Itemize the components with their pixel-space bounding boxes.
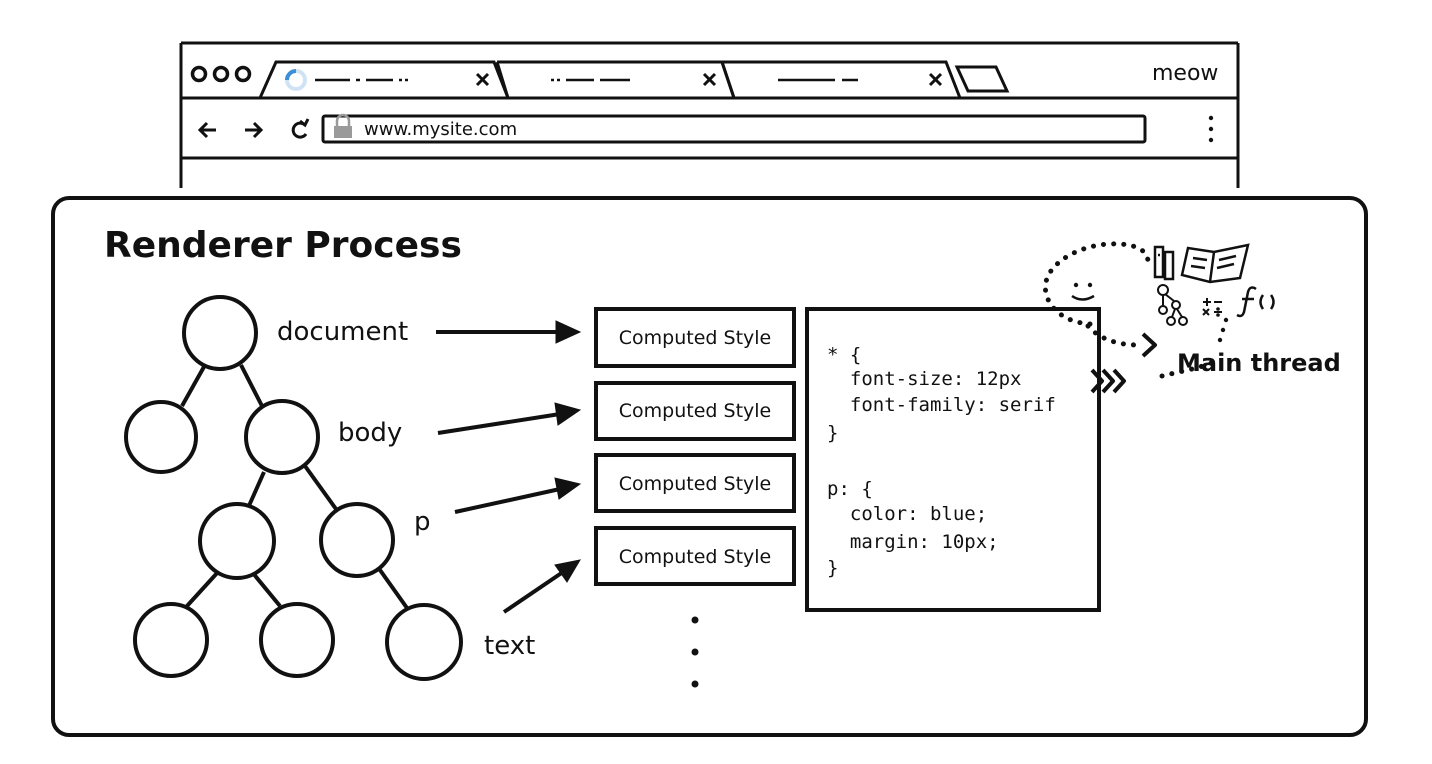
tab-1[interactable] [258, 60, 510, 99]
window-controls-icon[interactable] [190, 65, 252, 83]
label-document: document [277, 317, 408, 347]
reload-icon[interactable] [291, 118, 310, 139]
computed-style-box: Computed Style [594, 307, 796, 368]
label-text: text [484, 631, 535, 661]
label-p: p [414, 507, 431, 537]
tree-node-text [385, 603, 463, 681]
arrows-to-computed-style [436, 320, 582, 614]
css-line: } [827, 422, 838, 444]
kebab-menu-icon[interactable] [1208, 115, 1214, 143]
css-line: font-family: serif [827, 394, 1056, 416]
close-icon[interactable] [928, 72, 943, 87]
css-line: color: blue; [827, 503, 987, 525]
close-icon[interactable] [702, 72, 717, 87]
address-bar[interactable]: www.mysite.com [321, 113, 1147, 144]
tab-2[interactable] [495, 60, 736, 99]
url-text: www.mysite.com [364, 119, 517, 140]
css-code-box: * { font-size: 12px font-family: serif }… [805, 307, 1101, 612]
css-line: font-size: 12px [827, 368, 1021, 390]
css-line: p: { [827, 478, 873, 500]
css-line: margin: 10px; [827, 531, 999, 553]
main-thread-icon [1042, 241, 1275, 394]
tree-node [259, 602, 335, 678]
tree-node [133, 602, 209, 678]
vertical-ellipsis-icon [691, 616, 699, 688]
dom-tree [124, 295, 463, 681]
tree-node-document [182, 295, 258, 371]
css-line: } [827, 557, 838, 579]
tree-node-body [244, 399, 320, 475]
tree-node [124, 400, 198, 474]
dom-tree-edges [180, 364, 409, 610]
new-tab-icon[interactable] [954, 65, 1010, 93]
panel-title: Renderer Process [104, 225, 462, 266]
tree-node-p [319, 502, 395, 578]
face-icon [1042, 241, 1151, 327]
computed-style-label: Computed Style [619, 473, 771, 495]
css-line: * { [827, 344, 861, 366]
computed-style-label: Computed Style [619, 546, 771, 568]
forward-arrow-icon[interactable] [245, 121, 264, 139]
close-icon[interactable] [475, 72, 490, 87]
computed-style-label: Computed Style [619, 327, 771, 349]
computed-style-box: Computed Style [594, 381, 796, 441]
lock-icon [334, 113, 352, 138]
computed-style-box: Computed Style [594, 526, 796, 586]
main-thread-label: Main thread [1177, 349, 1341, 377]
profile-label: meow [1152, 61, 1218, 86]
dotted-trail-icon [1217, 317, 1229, 343]
browser-window [179, 41, 1240, 188]
back-arrow-icon[interactable] [197, 121, 216, 139]
tree-icon [1157, 284, 1188, 326]
computed-style-label: Computed Style [619, 400, 771, 422]
tab-3[interactable] [720, 60, 962, 99]
tree-node [198, 502, 276, 580]
computed-style-box: Computed Style [594, 453, 796, 513]
open-book-icon [1180, 243, 1250, 284]
books-icon [1153, 245, 1175, 281]
loading-spinner-icon [285, 69, 307, 91]
math-icon [1202, 298, 1222, 317]
function-icon [1236, 286, 1275, 318]
chevron-arrows-icon [1090, 368, 1126, 394]
label-body: body [338, 418, 402, 448]
